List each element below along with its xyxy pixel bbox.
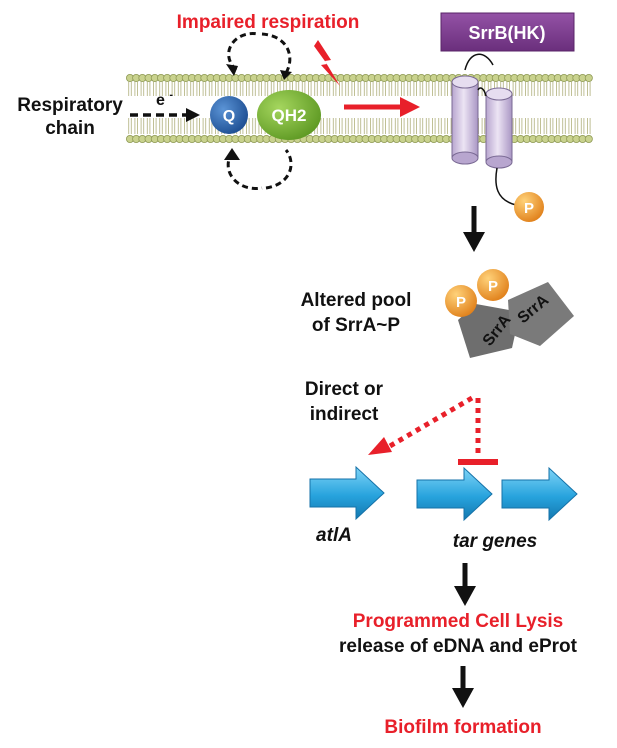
cycle-arrow-bottom	[226, 149, 293, 190]
cycle-arrow-top	[227, 32, 292, 77]
cycle-arrowhead-bottom-icon	[224, 148, 240, 160]
srrb-receptor	[451, 53, 517, 206]
cycle-arrowhead-top2-icon	[280, 70, 292, 80]
cycle-arrowhead-top-icon	[226, 64, 238, 76]
phosphate-label-srra-2: P	[488, 278, 498, 295]
respiratory-chain-label-line1: Respiratory	[17, 95, 123, 116]
atla-gene-label: atlA	[316, 525, 352, 546]
electron-superscript: -	[169, 89, 173, 101]
biofilm-formation-label: Biofilm formation	[384, 717, 541, 738]
gene-arrow-tar-1	[416, 466, 493, 522]
activation-dotted-arrow	[388, 395, 474, 449]
lipid-heads-top	[126, 74, 593, 83]
altered-pool-label-line1: Altered pool	[301, 290, 412, 311]
lightning-bolt-icon	[314, 40, 340, 86]
phosphate-circle-srra-1	[445, 285, 477, 317]
srra-dimer: SrrA SrrA	[458, 282, 574, 358]
srrb-label: SrrB(HK)	[468, 23, 545, 43]
gene-arrow-atla	[309, 465, 385, 521]
direct-indirect-label-line1: Direct or	[305, 379, 384, 400]
impaired-respiration-label: Impaired respiration	[177, 12, 360, 33]
srrb-box: SrrB(HK)	[440, 12, 575, 52]
altered-pool-label-line2: of SrrA~P	[312, 315, 400, 336]
phosphate-circle-receptor	[514, 192, 544, 222]
programmed-cell-lysis-label: Programmed Cell Lysis	[353, 611, 563, 632]
respiratory-chain-label-line2: chain	[45, 118, 95, 139]
qh2-circle	[257, 90, 321, 140]
lipid-heads-bottom	[126, 134, 593, 143]
signal-arrowhead-icon	[400, 97, 420, 117]
qh2-label: QH2	[272, 106, 307, 125]
gene-arrow-tar-2	[501, 466, 578, 522]
down-arrowhead-2-icon	[454, 586, 476, 606]
release-label: release of eDNA and eProt	[339, 636, 578, 657]
phosphate-circle-srra-2	[477, 269, 509, 301]
electron-symbol: e	[156, 92, 165, 109]
activation-arrowhead-icon	[368, 437, 392, 455]
q-circle	[210, 96, 248, 134]
tar-genes-label: tar genes	[453, 531, 537, 552]
q-label: Q	[223, 108, 235, 125]
electron-label: e -	[156, 89, 173, 109]
phosphate-label-srra-1: P	[456, 294, 466, 311]
down-arrowhead-3-icon	[452, 688, 474, 708]
phosphate-label-receptor: P	[524, 200, 534, 217]
direct-indirect-label-line2: indirect	[310, 404, 379, 425]
down-arrowhead-1-icon	[463, 232, 485, 252]
electron-flow-arrowhead-icon	[186, 108, 200, 122]
